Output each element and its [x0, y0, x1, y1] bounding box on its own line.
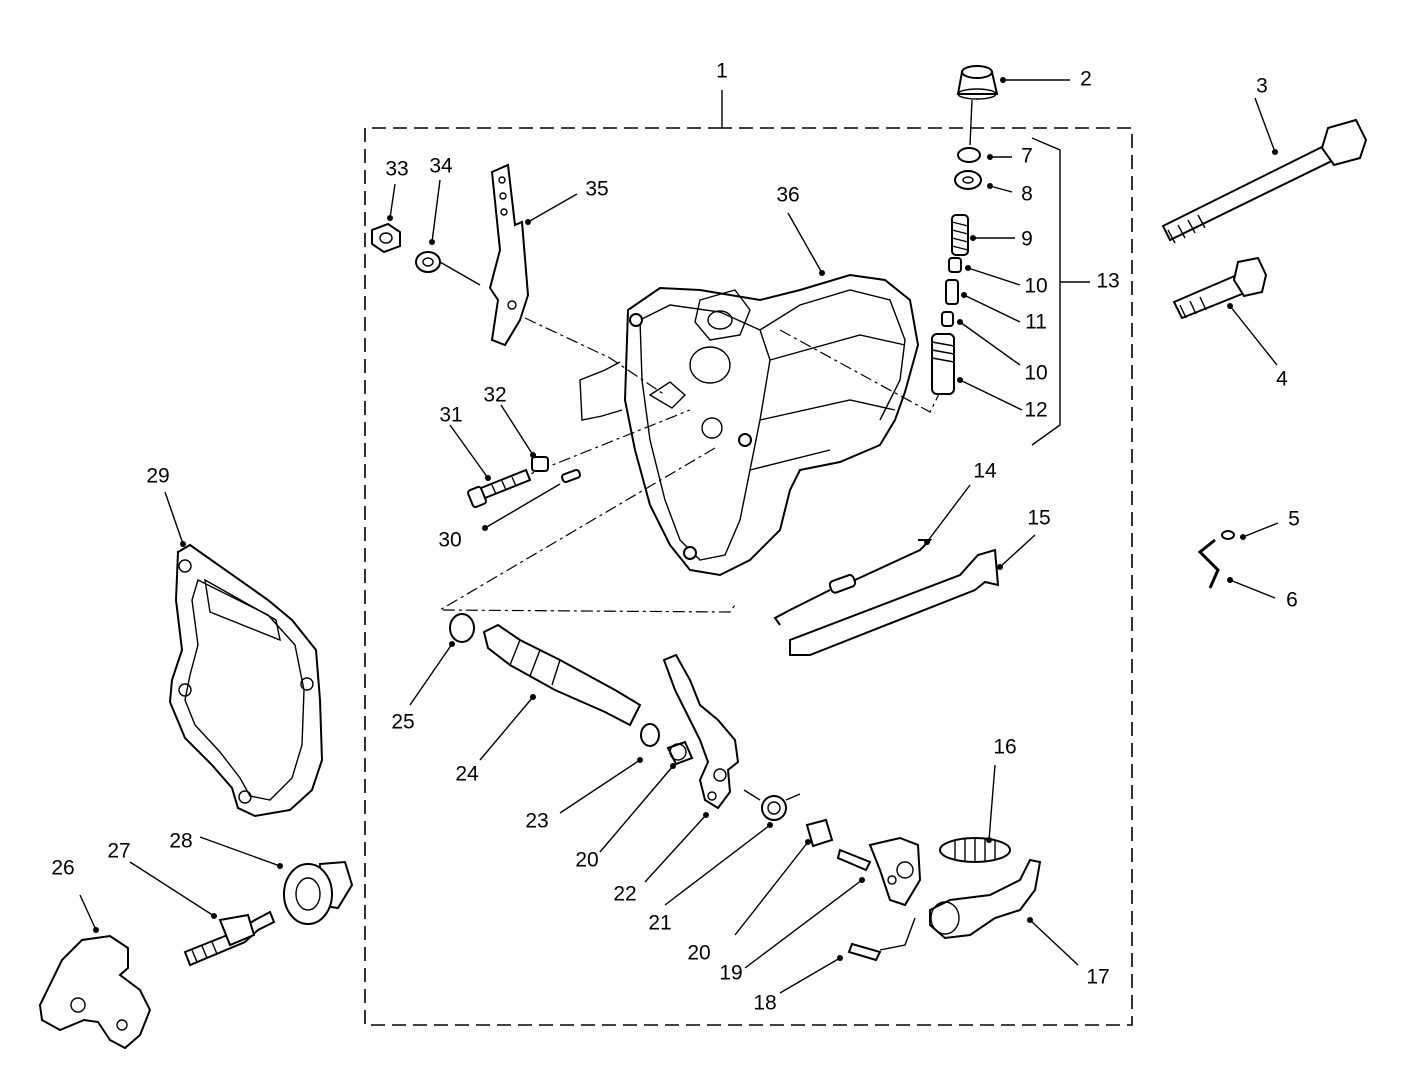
nut-7 — [957, 147, 981, 163]
shaft-24 — [482, 623, 642, 727]
callout-15: 15 — [1027, 507, 1050, 530]
washer-34 — [415, 251, 441, 273]
callout-5: 5 — [1288, 508, 1300, 531]
callout-18: 18 — [753, 992, 776, 1015]
callout-31: 31 — [439, 404, 462, 427]
plate-19 — [836, 836, 922, 907]
callout-3: 3 — [1256, 75, 1268, 98]
gasket-29 — [168, 543, 324, 818]
callout-23: 23 — [525, 810, 548, 833]
nut-33 — [371, 222, 401, 254]
callout-9: 9 — [1021, 228, 1033, 251]
bar-15 — [789, 548, 1000, 656]
callout-7: 7 — [1021, 145, 1033, 168]
assembly-line-35 — [524, 317, 666, 396]
assembly-line-34 — [439, 261, 481, 286]
callout-34: 34 — [429, 155, 453, 178]
ring-25 — [449, 613, 475, 643]
flange-28 — [283, 860, 354, 925]
callout-36: 36 — [776, 184, 799, 207]
pin-18 — [847, 917, 916, 962]
callout-6: 6 — [1286, 589, 1298, 612]
screw-31 — [467, 468, 532, 509]
bolt-4 — [1172, 256, 1268, 320]
part-11 — [945, 279, 959, 305]
callout-2: 2 — [1080, 68, 1092, 91]
callout-33: 33 — [385, 158, 408, 181]
assembly-line-housing-shaft — [437, 447, 736, 613]
leader-lines — [79, 79, 1279, 994]
spring-9 — [951, 214, 969, 256]
callout-29: 29 — [146, 465, 169, 488]
callout-10-upper: 10 — [1024, 275, 1047, 298]
pin-30 — [561, 469, 581, 483]
callout-11: 11 — [1025, 311, 1047, 334]
part-10-lower — [941, 311, 954, 327]
callout-22: 22 — [613, 883, 636, 906]
callout-27: 27 — [107, 840, 130, 863]
spring-21 — [743, 789, 801, 821]
part-10-upper — [948, 257, 962, 273]
bushing-20-lower — [805, 818, 834, 848]
assembly-boundary — [364, 127, 1133, 1026]
callout-8: 8 — [1021, 183, 1033, 206]
callout-19: 19 — [719, 962, 742, 985]
lever-17 — [929, 858, 1042, 940]
stud-27 — [183, 910, 276, 967]
assembly-line-12 — [779, 329, 941, 413]
callout-20-upper: 20 — [575, 849, 598, 872]
ring-5 — [1221, 530, 1235, 540]
callout-35: 35 — [585, 178, 608, 201]
callout-labels: 1 2 3 4 5 6 7 8 9 10 11 10 12 13 14 15 1… — [51, 60, 1300, 1015]
callout-25: 25 — [391, 711, 414, 734]
bracket-13 — [1031, 137, 1090, 446]
callout-30: 30 — [438, 529, 461, 552]
callout-26: 26 — [51, 857, 74, 880]
callout-10-lower: 10 — [1024, 362, 1047, 385]
shift-fork-22 — [662, 653, 740, 810]
spring-rod-14 — [773, 539, 933, 626]
bushing-20-upper — [666, 740, 694, 766]
callout-1: 1 — [716, 60, 728, 83]
housing-part — [579, 273, 920, 577]
cap-part — [956, 65, 999, 100]
ring-23 — [640, 723, 660, 747]
callout-20-lower: 20 — [687, 942, 710, 965]
callout-32: 32 — [483, 384, 506, 407]
long-bolt-3 — [1161, 118, 1368, 244]
nut-8 — [954, 170, 982, 190]
clip-6 — [1197, 538, 1220, 589]
callout-28: 28 — [169, 830, 192, 853]
plunger-12 — [931, 333, 955, 395]
callout-16: 16 — [993, 736, 1016, 759]
lever-35 — [488, 163, 530, 347]
callout-21: 21 — [648, 912, 671, 935]
callout-4: 4 — [1276, 368, 1288, 391]
callout-17: 17 — [1086, 966, 1109, 989]
spacer-32 — [531, 456, 549, 472]
yoke-26 — [38, 934, 152, 1050]
spring-16 — [939, 837, 1011, 863]
leader-dots — [93, 77, 1278, 961]
callout-14: 14 — [973, 460, 997, 483]
callout-24: 24 — [455, 763, 479, 786]
spring-coil-14 — [828, 574, 857, 594]
callout-13: 13 — [1096, 270, 1119, 293]
leader-cap-stem — [969, 99, 973, 146]
callout-12: 12 — [1024, 399, 1047, 422]
